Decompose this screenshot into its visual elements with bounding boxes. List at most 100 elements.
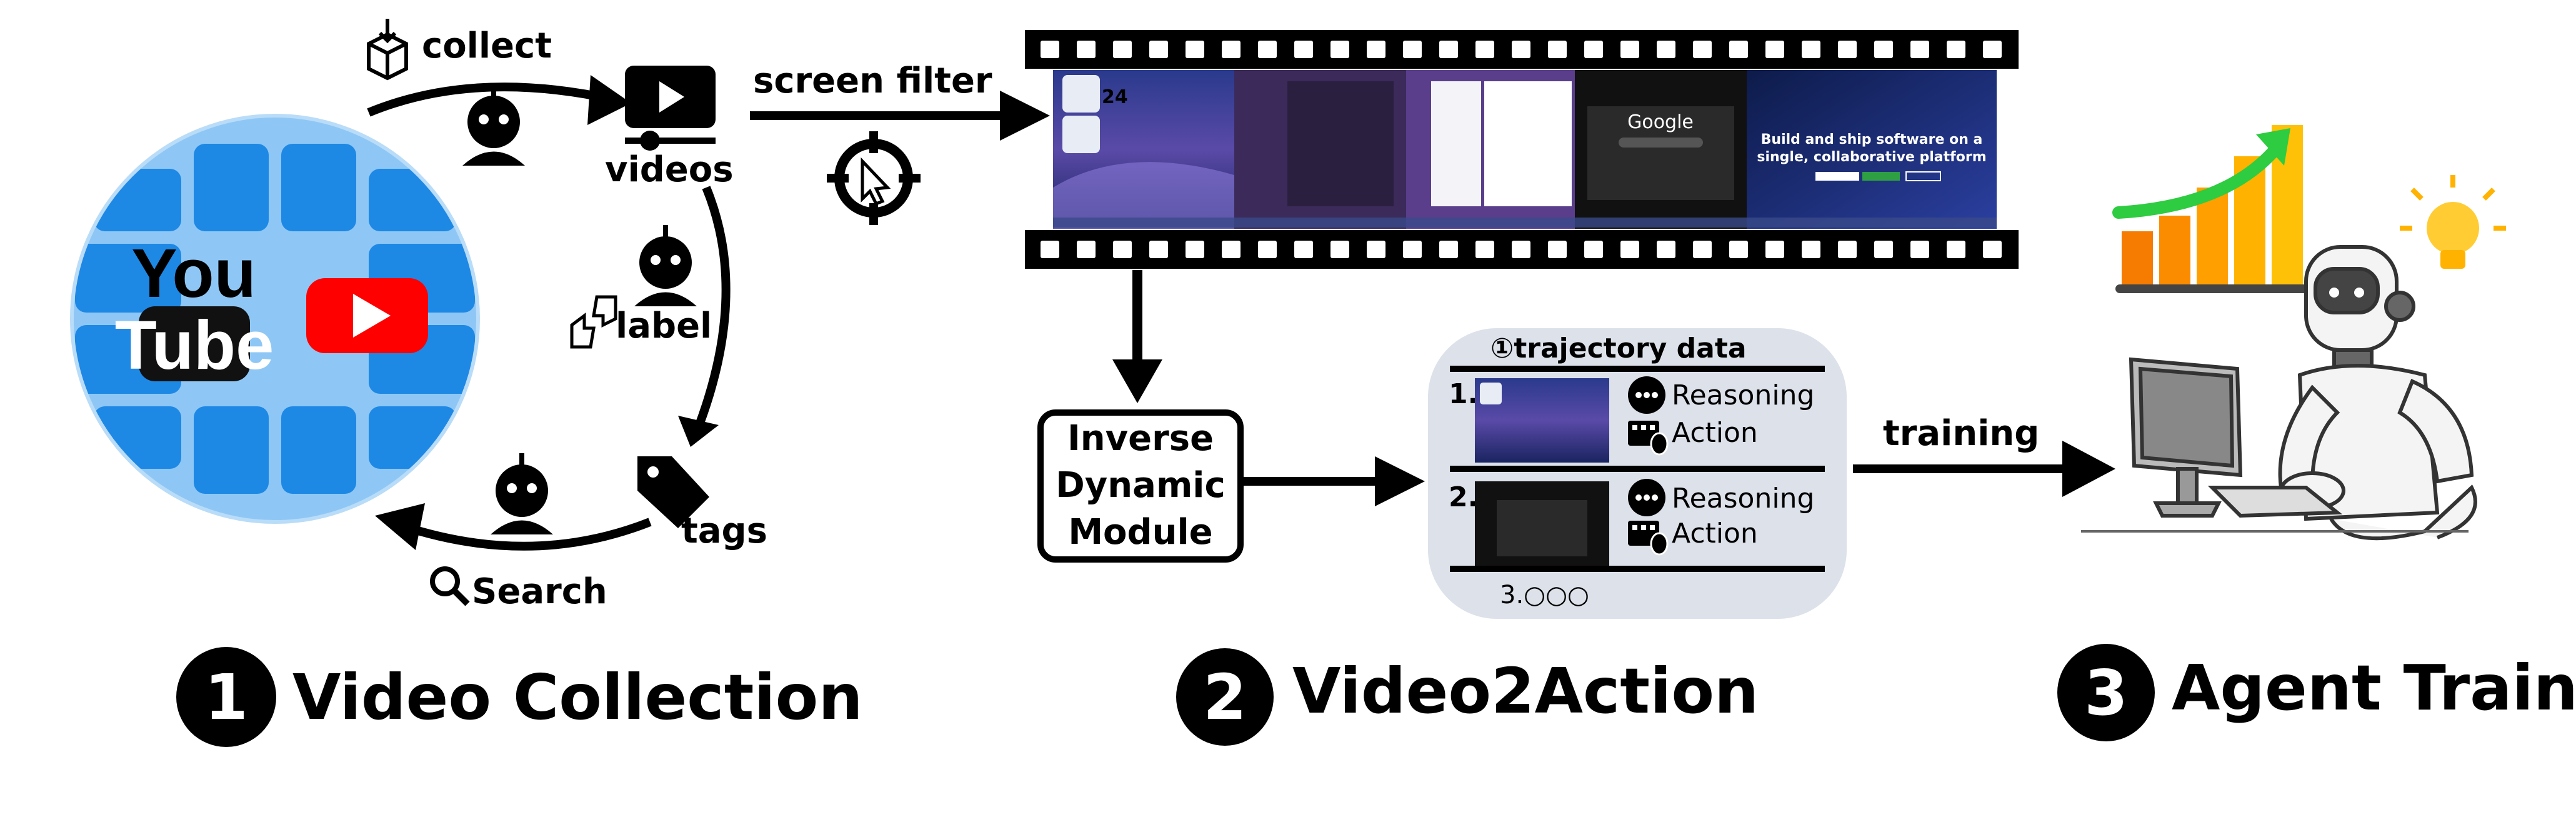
trajectory-data-panel: ①trajectory data 1. Reasoning Action 2.	[1428, 328, 1847, 619]
film-sprocket-hole	[1838, 41, 1857, 58]
robot-icon	[491, 453, 553, 534]
section-title: Agent Traing	[2172, 651, 2576, 724]
film-sprocket-hole	[1077, 41, 1096, 58]
search-arrow	[398, 518, 652, 551]
youtube-text-top: You	[131, 235, 256, 312]
youtube-text-bottom: Tube	[115, 307, 274, 384]
section-number: 3	[2084, 656, 2128, 729]
film-sprocket-hole	[1294, 41, 1313, 58]
film-sprocket-hole	[1693, 241, 1712, 258]
idm-line-3: Module	[1068, 512, 1212, 553]
film-sprocket-hole	[1222, 241, 1241, 258]
film-sprocket-hole	[1439, 41, 1458, 58]
google-logo-text: Google	[1627, 111, 1694, 133]
download-box-icon	[367, 19, 408, 81]
film-sprocket-hole	[1983, 241, 2002, 258]
film-sprocket-hole	[1222, 41, 1241, 58]
film-sprocket-hole	[1765, 241, 1784, 258]
section-agent-training: 3 Agent Traing	[2057, 125, 2576, 741]
section-title: Video Collection	[292, 661, 863, 734]
film-sprocket-hole	[1548, 41, 1567, 58]
down-arrow	[1112, 359, 1162, 403]
film-sprocket-hole	[1149, 41, 1168, 58]
film-sprocket-hole	[1439, 241, 1458, 258]
label-arrow	[692, 186, 731, 433]
film-sprocket-hole	[1041, 41, 1059, 58]
screen-filter-arrow	[1000, 91, 1050, 141]
robot-icon	[634, 225, 697, 306]
film-sprocket-hole	[1584, 41, 1603, 58]
film-sprocket-hole	[1802, 241, 1820, 258]
film-sprocket-hole	[1186, 241, 1204, 258]
film-sprocket-hole	[1294, 241, 1313, 258]
step-3-placeholder: 3.○○○	[1500, 581, 1589, 609]
section-number-badge	[176, 647, 276, 747]
idm-line-1: Inverse	[1067, 418, 1214, 459]
film-sprocket-hole	[1475, 241, 1494, 258]
collect-arrow	[367, 83, 617, 117]
lightbulb-icon	[2400, 175, 2506, 269]
film-sprocket-hole	[1657, 241, 1675, 258]
screen-thumbnail	[1747, 70, 1997, 229]
film-sprocket-hole	[1077, 241, 1096, 258]
film-sprocket-hole	[1512, 41, 1530, 58]
thumbs-up-down-icon	[570, 295, 617, 349]
reasoning-label: Reasoning	[1672, 483, 1814, 514]
film-sprocket-hole	[1947, 241, 1965, 258]
film-sprocket-hole	[1403, 241, 1422, 258]
section-video-collection: You Tube collect	[70, 19, 863, 747]
label-label: label	[616, 306, 712, 346]
action-label: Action	[1672, 518, 1758, 549]
film-sprocket-hole	[1620, 241, 1639, 258]
film-sprocket-hole	[1947, 41, 1965, 58]
screen-filter-label: screen filter	[753, 61, 992, 101]
film-sprocket-hole	[1512, 241, 1530, 258]
film-sprocket-hole	[1403, 41, 1422, 58]
film-sprocket-hole	[1693, 41, 1712, 58]
tags-label: tags	[681, 511, 767, 551]
film-sprocket-hole	[1330, 241, 1349, 258]
keyboard-mouse-icon	[1628, 421, 1669, 456]
film-sprocket-hole	[1910, 241, 1929, 258]
collect-label: collect	[422, 26, 552, 66]
film-sprocket-hole	[1983, 41, 2002, 58]
section-number-badge	[2057, 644, 2155, 741]
film-sprocket-hole	[1620, 41, 1639, 58]
film-sprocket-hole	[1765, 41, 1784, 58]
film-sprocket-hole	[1258, 241, 1277, 258]
film-sprocket-hole	[1874, 241, 1893, 258]
thought-bubble-icon	[1628, 479, 1665, 516]
film-strip: 24 Google Build and ship software on a s…	[1025, 30, 2019, 269]
idm-arrow	[1375, 456, 1425, 506]
film-sprocket-hole	[1729, 41, 1748, 58]
idm-line-2: Dynamic	[1056, 465, 1225, 506]
robot-icon	[462, 84, 525, 166]
film-sprocket-hole	[1113, 241, 1132, 258]
film-sprocket-hole	[1475, 41, 1494, 58]
crosshair-cursor-icon	[827, 131, 921, 225]
film-sprocket-hole	[1584, 241, 1603, 258]
growth-chart-icon	[2112, 125, 2309, 293]
film-sprocket-hole	[1548, 241, 1567, 258]
training-arrow	[2062, 441, 2115, 497]
step-number: 2.	[1449, 481, 1478, 513]
film-sprocket-hole	[1729, 241, 1748, 258]
training-label: training	[1883, 413, 2039, 454]
film-sprocket-hole	[1802, 41, 1820, 58]
film-sprocket-hole	[1838, 241, 1857, 258]
film-sprocket-hole	[1149, 241, 1168, 258]
robot-at-computer-icon	[2081, 245, 2477, 541]
section-number: 2	[1203, 661, 1247, 734]
section-number: 1	[204, 661, 248, 734]
keyboard-mouse-icon	[1628, 521, 1669, 556]
reasoning-label: Reasoning	[1672, 379, 1814, 411]
film-sprocket-hole	[1041, 241, 1059, 258]
film-sprocket-hole	[1910, 41, 1929, 58]
videos-label: videos	[605, 149, 734, 190]
tag-icon	[637, 456, 709, 528]
action-label: Action	[1672, 417, 1758, 449]
film-sprocket-hole	[1186, 41, 1204, 58]
film-sprocket-hole	[1367, 241, 1385, 258]
film-sprocket-hole	[1657, 41, 1675, 58]
